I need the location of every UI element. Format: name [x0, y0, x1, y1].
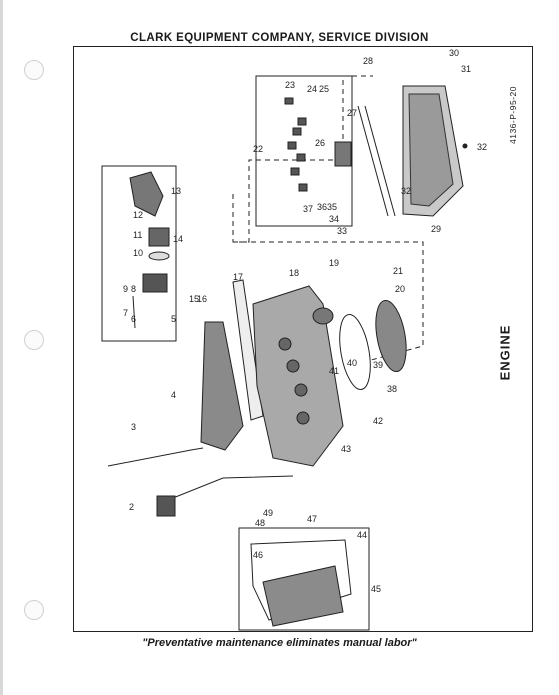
callout: 39	[373, 360, 383, 370]
callout: 38	[387, 384, 397, 394]
carburetor-parts	[129, 171, 170, 329]
callout: 11	[133, 230, 142, 240]
callout: 40	[347, 358, 357, 368]
callout: 24	[307, 84, 317, 94]
binder-hole-bottom	[24, 600, 44, 620]
callout: 15	[189, 294, 199, 304]
callout: 30	[449, 48, 459, 58]
callout: 9	[123, 284, 128, 294]
callout: 32	[401, 186, 411, 196]
callout: 43	[341, 444, 351, 454]
engine-block	[252, 285, 344, 467]
callout: 44	[357, 530, 367, 540]
callout: 32	[477, 142, 487, 152]
callout: 26	[315, 138, 325, 148]
callout: 34	[329, 214, 339, 224]
valve-cover	[402, 85, 468, 217]
callout: 2	[129, 502, 134, 512]
callout: 33	[337, 226, 347, 236]
callout: 23	[285, 80, 295, 90]
callout: 46	[253, 550, 263, 560]
callout: 6	[131, 314, 136, 324]
callout: 7	[123, 308, 128, 318]
callout: 42	[373, 416, 383, 426]
callout: 20	[395, 284, 405, 294]
callout: 5	[171, 314, 176, 324]
dashed-cover-line	[233, 241, 424, 367]
carb-parts-box	[101, 165, 177, 342]
exploded-engine-diagram: 2 3 4 5 6 7 8 9 10 11 12 13 14 15 16 17 …	[101, 48, 487, 631]
manifold	[200, 279, 264, 451]
rocker-arms	[284, 97, 396, 217]
binder-hole-middle	[24, 330, 44, 350]
callout: 10	[133, 248, 143, 258]
page-edge	[0, 0, 3, 695]
valve-parts-box	[255, 75, 353, 227]
callout: 41	[329, 366, 339, 376]
callout: 14	[173, 234, 183, 244]
callout: 21	[393, 266, 403, 276]
callout: 49	[263, 508, 273, 518]
diagram-frame	[73, 46, 533, 632]
callout: 45	[371, 584, 381, 594]
callout: 29	[431, 224, 441, 234]
document-number: 4136-P-95-20	[508, 86, 518, 144]
callout: 3	[131, 422, 136, 432]
callout: 31	[461, 64, 471, 74]
callout: 36	[317, 202, 327, 212]
flywheel-housing	[250, 539, 352, 627]
page-footer: "Preventative maintenance eliminates man…	[142, 637, 417, 649]
callout: 27	[347, 108, 357, 118]
side-cover	[339, 299, 407, 391]
callout: 48	[255, 518, 265, 528]
callout: 47	[307, 514, 317, 524]
callout: 28	[363, 56, 373, 66]
callout: 13	[171, 186, 181, 196]
callout: 22	[253, 144, 263, 154]
callout: 35	[327, 202, 337, 212]
callout: 16	[197, 294, 207, 304]
callout: 4	[171, 390, 176, 400]
callout: 17	[233, 272, 243, 282]
callout: 25	[319, 84, 329, 94]
section-title: ENGINE	[497, 324, 513, 381]
callout: 8	[131, 284, 136, 294]
callout-labels: 2 3 4 5 6 7 8 9 10 11 12 13 14 15 16 17 …	[123, 48, 487, 594]
callout: 12	[133, 210, 143, 220]
callout: 37	[303, 204, 313, 214]
callout: 19	[329, 258, 339, 268]
page-header: CLARK EQUIPMENT COMPANY, SERVICE DIVISIO…	[130, 32, 429, 44]
dipstick	[107, 447, 294, 517]
callout: 18	[289, 268, 299, 278]
binder-hole-top	[24, 60, 44, 80]
flywheel-parts-box	[238, 527, 370, 631]
